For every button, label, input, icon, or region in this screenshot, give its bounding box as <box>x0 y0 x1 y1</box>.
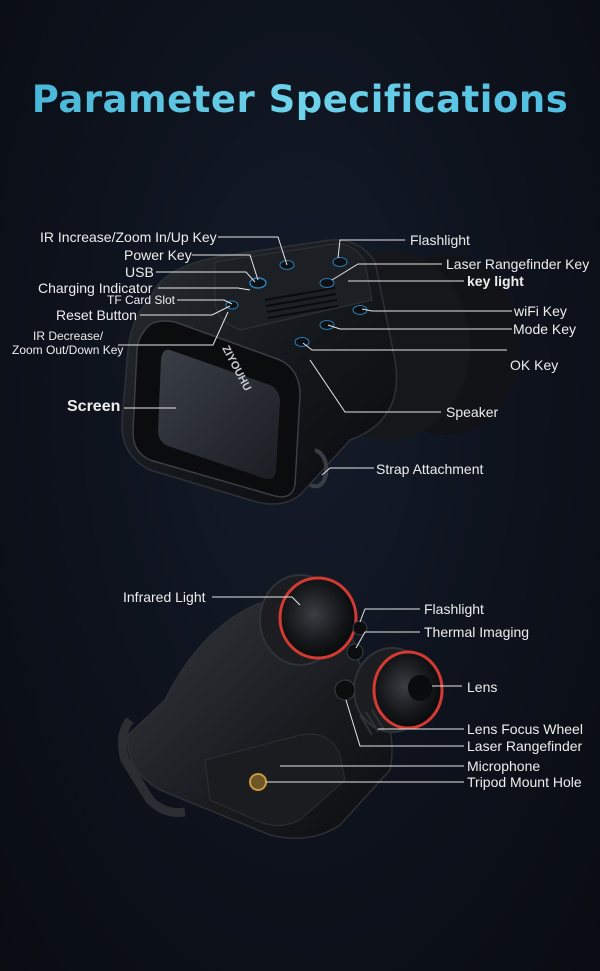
label-laser: Laser Rangefinder <box>467 738 583 754</box>
strap-loop <box>309 448 329 489</box>
label-infrared-light: Infrared Light <box>123 589 206 605</box>
top-binocular: ZIYOUHU <box>121 239 520 505</box>
label-lens: Lens <box>467 679 498 695</box>
infrared-lens <box>280 578 356 658</box>
label-strap: Strap Attachment <box>376 461 484 477</box>
speaker-grille <box>264 287 339 319</box>
infrared-ring <box>278 576 358 660</box>
eyepiece <box>117 717 186 817</box>
label-tf-card: TF Card Slot <box>107 293 176 307</box>
label-focus-wheel: Lens Focus Wheel <box>467 721 583 737</box>
laser-rangefinder <box>334 679 356 701</box>
lens-glass <box>408 675 432 701</box>
label-reset: Reset Button <box>56 307 137 323</box>
label-speaker: Speaker <box>446 404 499 420</box>
mode-key <box>319 320 335 330</box>
bottom-leader-lines <box>212 596 464 783</box>
page-title: Parameter Specifications <box>0 78 600 121</box>
laser-key <box>319 278 335 288</box>
focus-wheel <box>359 709 385 736</box>
bottom-binocular <box>117 574 444 840</box>
label-key-light: key light <box>467 273 524 289</box>
underside-plate <box>204 733 346 826</box>
label-ok-key: OK Key <box>510 357 559 373</box>
main-lens-ring <box>372 650 444 730</box>
label-mode-key: Mode Key <box>513 321 577 337</box>
tripod-mount-hole <box>249 773 267 791</box>
label-ir-decrease-2: Zoom Out/Down Key <box>12 343 124 357</box>
label-bottom-flashlight: Flashlight <box>424 601 484 617</box>
label-charging: Charging Indicator <box>38 280 153 296</box>
main-lens <box>374 652 442 728</box>
label-usb: USB <box>125 264 154 280</box>
thermal-sensor <box>346 643 364 661</box>
label-thermal: Thermal Imaging <box>424 624 530 640</box>
top-control-panel <box>214 243 373 331</box>
label-ir-increase: IR Increase/Zoom In/Up Key <box>40 229 217 245</box>
label-microphone: Microphone <box>467 758 541 774</box>
flashlight-key <box>332 257 348 267</box>
label-flashlight: Flashlight <box>410 232 470 248</box>
label-wifi-key: wiFi Key <box>514 303 567 319</box>
label-power-key: Power Key <box>124 247 192 263</box>
screen <box>158 349 280 479</box>
ok-key <box>294 337 310 347</box>
label-screen: Screen <box>67 398 121 415</box>
label-ir-decrease-1: IR Decrease/ <box>33 329 104 343</box>
label-tripod: Tripod Mount Hole <box>467 774 582 790</box>
top-leader-lines <box>118 236 512 476</box>
label-laser-key: Laser Rangefinder Key <box>446 256 590 272</box>
